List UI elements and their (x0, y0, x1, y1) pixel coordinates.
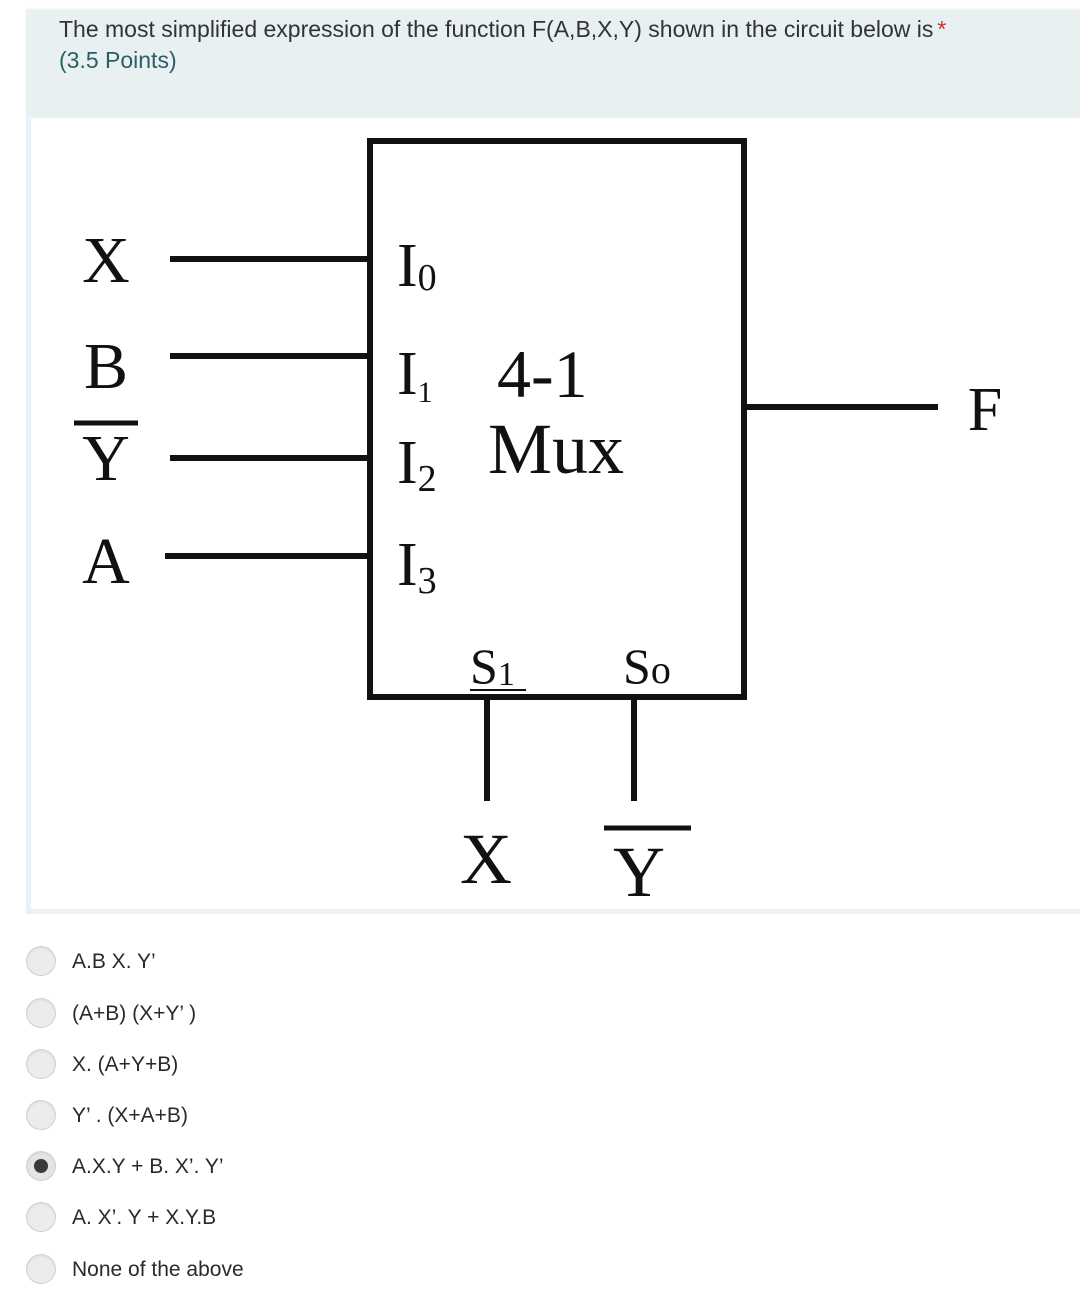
option-7[interactable]: None of the above (26, 1253, 526, 1289)
option-6-label[interactable]: A. X’. Y + X.Y.B (72, 1206, 217, 1229)
input-label-a: A (82, 525, 130, 598)
select-input-ybar: Y (613, 832, 665, 909)
mux-input-i3: I3 (397, 531, 437, 602)
input-label-b: B (84, 330, 128, 403)
option-5[interactable]: A.X.Y + B. X’. Y’ (26, 1150, 526, 1186)
circuit-image-panel: X B Y A I0 I1 I2 I3 4-1 Mux S1 So X Y (26, 114, 1080, 914)
mux-input-i1: I1 (397, 340, 433, 409)
radio-dot-icon (34, 1159, 48, 1173)
select-label-s1: S1 (470, 638, 515, 694)
option-2-label[interactable]: (A+B) (X+Y’ ) (72, 1002, 197, 1025)
option-2-radio[interactable] (26, 998, 56, 1028)
mux-input-i2: I2 (397, 429, 437, 500)
input-label-ybar: Y (82, 422, 130, 495)
mux-label-mux: Mux (488, 409, 624, 489)
output-label-f: F (968, 376, 1002, 444)
mux-input-i0: I0 (397, 232, 437, 300)
option-7-label[interactable]: None of the above (72, 1258, 244, 1281)
mux-label-4-1: 4-1 (497, 336, 588, 412)
option-4-radio[interactable] (26, 1100, 56, 1130)
question-text-content: The most simplified expression of the fu… (59, 16, 934, 42)
question-points: (3.5 Points) (59, 47, 177, 73)
option-3[interactable]: X. (A+Y+B) (26, 1048, 526, 1084)
required-marker: * (937, 16, 947, 42)
input-label-x: X (82, 224, 130, 297)
option-4-label[interactable]: Y’ . (X+A+B) (72, 1104, 188, 1127)
option-3-label[interactable]: X. (A+Y+B) (72, 1053, 179, 1076)
select-input-x: X (460, 819, 512, 899)
option-1[interactable]: A.B X. Y’ (26, 945, 526, 981)
option-7-radio[interactable] (26, 1254, 56, 1284)
mux-circuit-diagram: X B Y A I0 I1 I2 I3 4-1 Mux S1 So X Y (74, 138, 1002, 909)
option-6-radio[interactable] (26, 1202, 56, 1232)
option-2[interactable]: (A+B) (X+Y’ ) (26, 997, 526, 1033)
circuit-image: X B Y A I0 I1 I2 I3 4-1 Mux S1 So X Y (31, 118, 1080, 909)
select-label-s0: So (623, 638, 671, 694)
option-4[interactable]: Y’ . (X+A+B) (26, 1099, 526, 1135)
option-5-label[interactable]: A.X.Y + B. X’. Y’ (72, 1155, 224, 1178)
option-3-radio[interactable] (26, 1049, 56, 1079)
mux-box (367, 138, 747, 700)
option-1-radio[interactable] (26, 946, 56, 976)
option-1-label[interactable]: A.B X. Y’ (72, 950, 156, 973)
question-text: The most simplified expression of the fu… (59, 16, 946, 43)
option-6[interactable]: A. X’. Y + X.Y.B (26, 1201, 526, 1237)
question-header: The most simplified expression of the fu… (26, 10, 1080, 114)
option-5-radio[interactable] (26, 1151, 56, 1181)
